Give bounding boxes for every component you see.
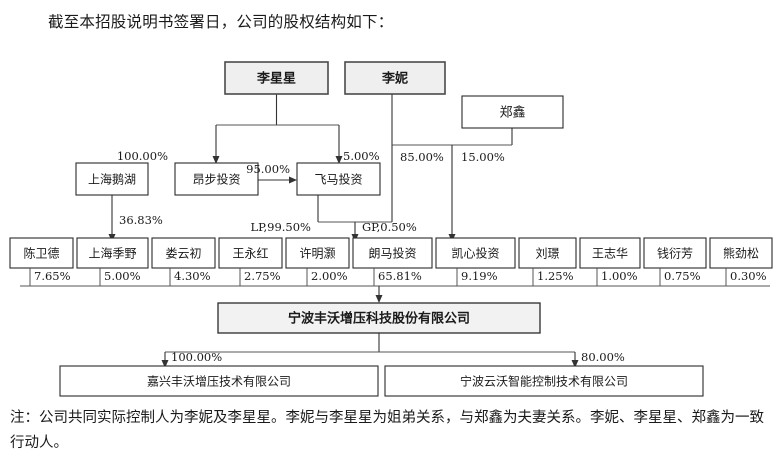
pct-jiaxing: 100.00% [171,350,222,364]
ehu-rect [75,162,149,196]
wangzhihua-label: 王志华 [592,247,628,261]
angbu-label: 昂步投资 [192,172,240,187]
shareholder-box-kaixin[interactable]: 凯心投资 [435,237,516,269]
pct-xiongjinsong: 0.30% [730,269,767,283]
entity-box-angbu[interactable]: 昂步投资 [174,162,259,196]
person-box-lixingxing[interactable]: 李星星 [224,61,329,95]
pct-xumingha: 2.00% [311,269,348,283]
ehu-label: 上海鹅湖 [88,172,136,187]
pct-lini-langma-gp: GP,0.50% [362,220,417,234]
entity-box-shanghai-ehu[interactable]: 上海鹅湖 [75,162,149,196]
lixingxing-rect [224,61,329,95]
company-box[interactable]: 宁波丰沃增压科技股份有限公司 [217,302,541,334]
langma-label: 朗马投资 [368,246,416,261]
angbu-rect [174,162,259,196]
page-title: 截至本招股说明书签署日，公司的股权结构如下： [48,13,394,31]
pct-lixingxing-angbu: 100.00% [117,149,168,163]
pct-lini-kaixin: 85.00% [400,150,444,164]
pct-angbu-feima: 95.00% [246,162,290,176]
chenweide-label: 陈卫德 [23,246,59,261]
pct-zhengxin-kaixin: 15.00% [461,150,505,164]
louyunchu-label: 娄云初 [165,246,201,261]
lixingxing-label: 李星星 [256,71,296,87]
subsidiary-box-yunwo[interactable]: 宁波云沃智能控制技术有限公司 [384,365,704,397]
pct-feima-langma-lp: LP,99.50% [250,220,311,234]
pct-liujing: 1.25% [537,269,574,283]
liujing-label: 刘璟 [535,247,559,261]
entity-box-feima[interactable]: 飞马投资 [296,162,381,196]
company-rect [217,302,541,334]
shareholder-box-xumingha[interactable]: 许明灏 [285,237,350,269]
pct-jiye: 5.00% [104,269,141,283]
chenweide-rect [9,237,74,269]
pct-louyunchu: 4.30% [174,269,211,283]
jiye-rect [76,237,149,269]
pct-yunwo: 80.00% [581,350,625,364]
yunwo-rect [384,365,704,397]
lini-label: 李妮 [381,71,408,87]
person-box-lini[interactable]: 李妮 [344,61,446,95]
xumingha-rect [285,237,350,269]
company-label: 宁波丰沃增压科技股份有限公司 [288,311,470,327]
pct-ehu-jiye: 36.83% [119,213,163,227]
louyunchu-rect [151,237,216,269]
pct-kaixin: 9.19% [461,269,498,283]
xumingha-label: 许明灏 [299,246,335,261]
feima-label: 飞马投资 [314,172,362,187]
zhengxin-label: 郑鑫 [499,105,525,121]
jiaxing-rect [59,365,379,397]
jiaxing-label: 嘉兴丰沃增压技术有限公司 [147,375,291,389]
shareholder-row: 陈卫德 上海季野 娄云初 王永红 许明灏 朗马投资 [9,237,773,269]
arrowhead-feima-top [335,156,343,164]
shareholder-stems [20,268,770,287]
wangyonghong-label: 王永红 [232,246,268,261]
shareholder-box-qianyanfang[interactable]: 钱衍芳 [643,237,707,269]
person-box-zhengxin[interactable]: 郑鑫 [461,95,564,129]
pct-chenweide: 7.65% [34,269,71,283]
shareholder-pct-row: 7.65% 5.00% 4.30% 2.75% 2.00% 65.81% 9.1… [34,269,767,283]
arrowhead-angbu [212,156,220,164]
shareholder-box-xiongjinsong[interactable]: 熊劲松 [709,237,773,269]
shareholder-box-wangyonghong[interactable]: 王永红 [218,237,283,269]
subsidiary-box-jiaxing[interactable]: 嘉兴丰沃增压技术有限公司 [59,365,379,397]
shareholder-box-liujing[interactable]: 刘璟 [518,237,577,269]
footnote-text: 注：公司共同实际控制人为李妮及李星星。李妮与李星星为姐弟关系，与郑鑫为夫妻关系。… [10,410,764,451]
shareholder-box-louyunchu[interactable]: 娄云初 [151,237,216,269]
qianyanfang-rect [643,237,707,269]
qianyanfang-label: 钱衍芳 [657,246,693,261]
shareholder-box-chenweide[interactable]: 陈卫德 [9,237,74,269]
structure-chart: 李星星 李妮 郑鑫 上海鹅湖 昂步投资 飞马投资 100.00% 5.00% 9… [9,61,773,397]
arrowhead-jiaxing [161,360,169,368]
arrowhead-yunwo [571,360,579,368]
shareholder-box-shanghai-jiye[interactable]: 上海季野 [76,237,149,269]
pct-wangyonghong: 2.75% [244,269,281,283]
kaixin-rect [435,237,516,269]
xiongjinsong-rect [709,237,773,269]
pct-lixingxing-feima: 5.00% [343,149,380,163]
kaixin-label: 凯心投资 [451,246,499,261]
feima-rect [296,162,381,196]
zhengxin-rect [461,95,564,129]
arrowhead-feima-left [289,176,297,184]
lini-rect [344,61,446,95]
pct-langma: 65.81% [378,269,422,283]
pct-qianyanfang: 0.75% [664,269,701,283]
yunwo-label: 宁波云沃智能控制技术有限公司 [460,374,628,389]
jiye-label: 上海季野 [88,246,136,261]
liujing-rect [518,237,577,269]
shareholder-box-langma[interactable]: 朗马投资 [352,237,433,269]
arrowhead-company [375,295,383,303]
shareholder-box-wangzhihua[interactable]: 王志华 [579,237,641,269]
langma-rect [352,237,433,269]
wangzhihua-rect [579,237,641,269]
xiongjinsong-label: 熊劲松 [723,246,759,261]
pct-wangzhihua: 1.00% [601,269,638,283]
wangyonghong-rect [218,237,283,269]
